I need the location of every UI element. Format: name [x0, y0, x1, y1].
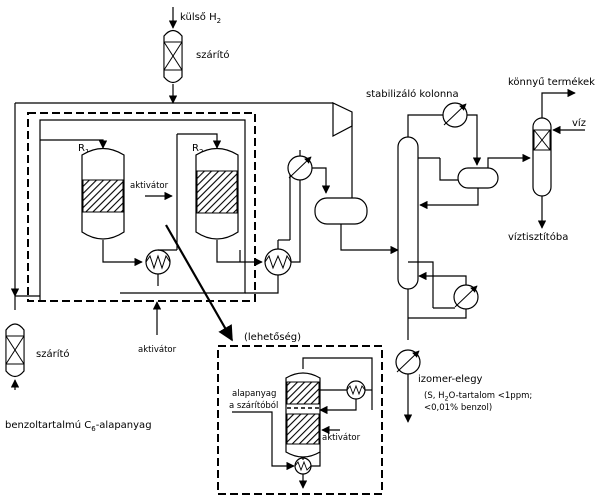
- recycle-compressor: [332, 102, 353, 195]
- activator-bottom-label: aktivátor: [138, 345, 177, 355]
- product-cooler: [395, 349, 421, 423]
- from-dryer-label: a szárítóból: [229, 400, 278, 411]
- cooler-1: [278, 155, 331, 241]
- reflux-drum: [419, 153, 531, 210]
- inset-reactor: [232, 357, 373, 489]
- dryer-left-label: szárító: [36, 348, 70, 360]
- feedstock-label: alapanyag: [232, 389, 276, 399]
- water-treatment-label: víztisztítóba: [508, 231, 568, 243]
- dryer-top-label: szárító: [196, 49, 230, 61]
- stabilizer-column-label: stabilizáló kolonna: [366, 88, 459, 100]
- option-link-arrow: [165, 224, 233, 342]
- spec-line-2: <0,01% benzol): [424, 403, 492, 413]
- top-dryer: [163, 7, 183, 104]
- activator-mid-label: aktivátor: [130, 181, 169, 191]
- activator-inset-label: aktivátor: [322, 433, 361, 443]
- reactor-r2: [176, 133, 263, 267]
- separator-drum: [314, 195, 399, 255]
- light-products-label: könnyű termékek: [508, 76, 595, 88]
- left-dryer: [5, 296, 25, 390]
- water-label: víz: [572, 117, 586, 129]
- stabilizer-column: [397, 102, 482, 340]
- reactor-loop-line: [39, 119, 246, 302]
- heat-exchanger-2: [239, 150, 301, 294]
- spec-line-1: (S, H2O-tartalom <1ppm;: [424, 391, 532, 403]
- water-wash-column: [532, 88, 585, 229]
- reactor-r1: [40, 139, 143, 267]
- option-label: (lehetőség): [244, 331, 301, 343]
- isomer-mixture-label: izomer-elegy: [418, 374, 483, 385]
- external-h2-label: külső H2: [180, 11, 221, 25]
- reactor-section-frame: [27, 112, 256, 302]
- heat-exchanger-1: [145, 249, 177, 286]
- feed-label: benzoltartalmú C6-alapanyag: [5, 419, 152, 433]
